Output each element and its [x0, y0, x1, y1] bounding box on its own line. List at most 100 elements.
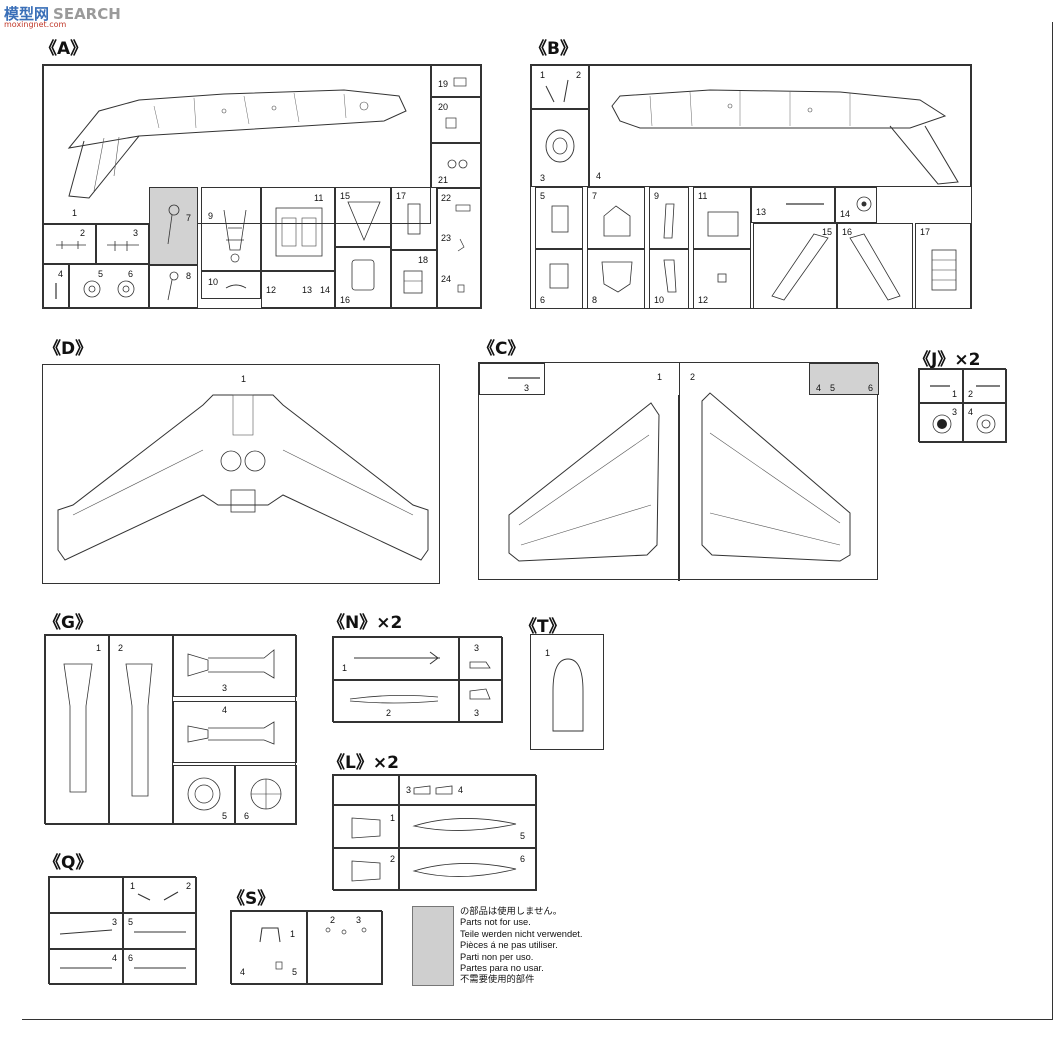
- part-b12-cell: 12: [693, 249, 751, 309]
- part-g2-cell: 2: [109, 635, 173, 825]
- part-n1-cell: 1: [333, 637, 459, 680]
- part-number: 1: [130, 881, 136, 891]
- part-j3-cell: 3: [919, 403, 963, 443]
- part-number: 5: [128, 917, 134, 927]
- part-a9-cell: 9: [201, 187, 261, 271]
- sprue-s: 1 4 5 2 3: [230, 910, 383, 985]
- part-b17-cell: 17: [915, 223, 971, 309]
- part-q6-cell: 6: [123, 949, 197, 985]
- part-number: 2: [968, 389, 974, 399]
- part-l-empty-cell: [333, 775, 399, 805]
- sprue-n: 1 3 2 3: [332, 636, 503, 723]
- part-number: 1: [540, 70, 546, 80]
- part-l2-cell: 2: [333, 848, 399, 891]
- part-a10-cell: 10: [201, 271, 261, 299]
- part-a17-cell: 17: [391, 187, 437, 250]
- part-b5-cell: 5: [535, 187, 583, 249]
- sprue-q: 1 2 3 5 4 6: [48, 876, 197, 985]
- part-number: 2: [330, 915, 336, 925]
- part-b10-cell: 10: [649, 249, 689, 309]
- part-number: 6: [244, 811, 250, 821]
- part-number: 1: [657, 372, 663, 382]
- part-q4-cell: 4: [49, 949, 123, 985]
- part-number: 5: [292, 967, 298, 977]
- sprue-g: 1 2 3 4 5 6: [44, 634, 297, 825]
- part-number: 8: [592, 295, 598, 305]
- part-number: 18: [418, 255, 429, 265]
- part-number: 14: [320, 285, 331, 295]
- sprue-b-label: 《B》: [530, 39, 577, 59]
- part-a11-cell: 11: [261, 187, 335, 271]
- part-number: 2: [186, 881, 192, 891]
- watermark-site: moxingnet.com: [4, 20, 67, 29]
- legend-line-es: Partes para no usar.: [460, 963, 544, 974]
- part-l6-cell: 6: [399, 848, 537, 891]
- sprue-b: 1 2 3 4 5 6 7 8 9 10: [530, 64, 972, 309]
- part-b3-cell: 3: [531, 109, 589, 187]
- part-a15-cell: 15: [335, 187, 391, 247]
- sprue-a: 1 19 20 21 22 23 24 2 3 4 5 6 7: [42, 64, 482, 309]
- sprue-t-label: 《T》: [520, 617, 566, 637]
- part-b8-cell: 8: [587, 249, 645, 309]
- part-number: 1: [241, 374, 247, 384]
- part-a2-cell: 2: [43, 224, 96, 264]
- part-number: 13: [756, 207, 767, 217]
- legend-line-it: Parti non per uso.: [460, 951, 534, 962]
- part-number: 12: [266, 285, 277, 295]
- unused-parts-legend: の部品は使用しません。 Parts not for use. Teile wer…: [460, 906, 582, 986]
- part-number: 9: [654, 191, 660, 201]
- part-g1-cell: 1: [45, 635, 109, 825]
- part-j2-cell: 2: [963, 369, 1007, 403]
- part-number: 3: [524, 383, 530, 393]
- part-j4-cell: 4: [963, 403, 1007, 443]
- part-number: 1: [342, 663, 348, 673]
- sprue-j: 1 2 3 4: [918, 368, 1007, 443]
- part-number: 4: [58, 269, 64, 279]
- part-a3-cell: 3: [96, 224, 149, 264]
- part-q1-2-cell: 1 2: [123, 877, 197, 913]
- sprue-d: 1: [42, 364, 440, 584]
- legend-line-ja: の部品は使用しません。: [460, 906, 562, 916]
- part-number: 4: [596, 171, 602, 181]
- part-number: 12: [698, 295, 709, 305]
- sprue-t: 1: [530, 634, 604, 750]
- part-number: 5: [222, 811, 228, 821]
- sprue-a-label: 《A》: [40, 39, 88, 59]
- sprue-c-label: 《C》: [478, 339, 525, 359]
- sprue-d-label: 《D》: [44, 339, 93, 359]
- sprue-c: 3 1 2 4 5 6: [478, 362, 879, 581]
- part-n2-cell: 2: [333, 680, 459, 723]
- part-number: 3: [474, 708, 480, 718]
- part-a20-cell: 20: [431, 97, 481, 143]
- part-a4-cell: 4: [43, 264, 69, 308]
- upper-wing-left-drawing: [508, 402, 660, 562]
- sprue-g-label: 《G》: [44, 613, 92, 633]
- part-b14-cell: 14: [835, 187, 877, 223]
- part-number: 20: [438, 102, 449, 112]
- part-b6-cell: 6: [535, 249, 583, 309]
- part-number: 2: [576, 70, 582, 80]
- part-a12-14-cell: 12 13 14: [261, 271, 335, 308]
- part-b15-cell: 15: [753, 223, 837, 309]
- legend-line-en: Parts not for use.: [460, 917, 531, 928]
- part-q5-cell: 5: [123, 913, 197, 949]
- part-number: 1: [952, 389, 958, 399]
- part-number: 3: [406, 785, 412, 795]
- part-number: 17: [920, 227, 931, 237]
- part-number: 2: [690, 372, 696, 382]
- part-number: 8: [186, 271, 192, 281]
- part-s2-3-cell: 2 3: [307, 911, 383, 985]
- part-a21-cell: 21: [431, 143, 481, 188]
- part-b7-cell: 7: [587, 187, 645, 249]
- sprue-n-label: 《N》×2: [328, 613, 403, 633]
- part-g3-cell: 3: [173, 635, 297, 697]
- canopy-drawing: [552, 658, 584, 732]
- part-c4-6-cell: 4 5 6: [809, 363, 879, 395]
- part-b4-cell: 4: [589, 65, 971, 187]
- part-b16-cell: 16: [837, 223, 913, 309]
- part-number: 4: [968, 407, 974, 417]
- part-number: 11: [314, 193, 324, 203]
- part-number: 2: [118, 643, 124, 653]
- part-number: 2: [390, 854, 396, 864]
- part-number: 21: [438, 175, 449, 185]
